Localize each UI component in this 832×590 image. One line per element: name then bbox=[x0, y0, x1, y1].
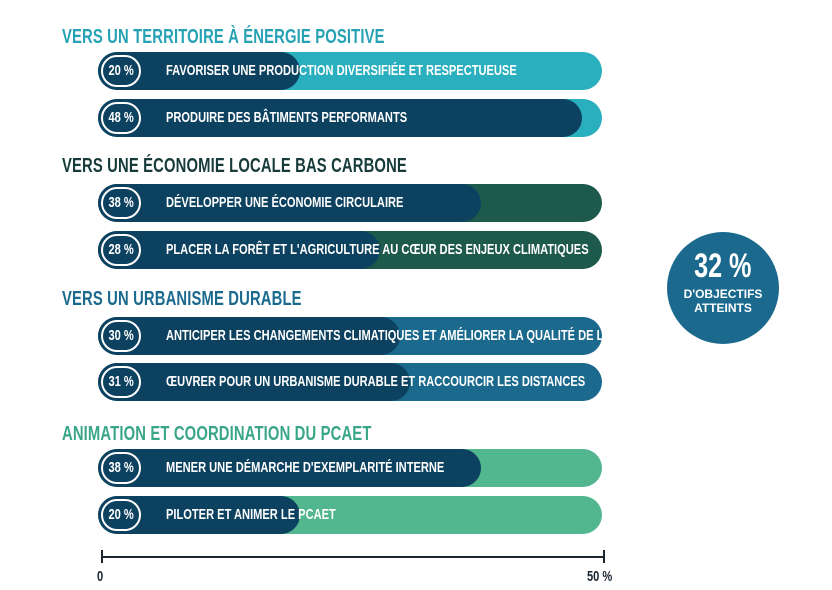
bar-fill bbox=[98, 449, 482, 487]
value-label: 20 % bbox=[101, 499, 141, 531]
summary-value: 32 % bbox=[694, 247, 752, 285]
bar-fill bbox=[98, 184, 482, 222]
summary-badge: 32 % D'OBJECTIFS ATTEINTS bbox=[667, 232, 779, 344]
bar-fill bbox=[98, 317, 401, 355]
bar-row: 30 % ANTICIPER LES CHANGEMENTS CLIMATIQU… bbox=[98, 317, 625, 355]
bar-label: PILOTER ET ANIMER LE PCAET bbox=[166, 506, 336, 523]
bar-label: ANTICIPER LES CHANGEMENTS CLIMATIQUES ET… bbox=[166, 327, 626, 344]
section-title: VERS UN TERRITOIRE À ÉNERGIE POSITIVE bbox=[62, 26, 385, 48]
bar-label: ŒUVRER POUR UN URBANISME DURABLE ET RACC… bbox=[166, 373, 586, 390]
axis-tick bbox=[101, 550, 103, 563]
bar-label: MENER UNE DÉMARCHE D'EXEMPLARITÉ INTERNE bbox=[166, 459, 445, 476]
value-label: 38 % bbox=[101, 452, 141, 484]
bar-label: DÉVELOPPER UNE ÉCONOMIE CIRCULAIRE bbox=[166, 194, 404, 211]
bar-row: 20 % PILOTER ET ANIMER LE PCAET bbox=[98, 496, 602, 534]
bar-label: FAVORISER UNE PRODUCTION DIVERSIFIÉE ET … bbox=[166, 62, 517, 79]
bar-row: 38 % DÉVELOPPER UNE ÉCONOMIE CIRCULAIRE bbox=[98, 184, 602, 222]
value-label: 20 % bbox=[101, 55, 141, 87]
value-label: 30 % bbox=[101, 320, 141, 352]
bar-fill bbox=[98, 363, 411, 401]
axis-line bbox=[101, 556, 605, 558]
section-title: ANIMATION ET COORDINATION DU PCAET bbox=[62, 423, 372, 445]
x-axis: 0 50 % bbox=[97, 550, 612, 585]
axis-tick-label: 50 % bbox=[587, 568, 613, 585]
section-title: VERS UN URBANISME DURABLE bbox=[62, 288, 302, 310]
value-label: 38 % bbox=[101, 187, 141, 219]
bar-row: 20 % FAVORISER UNE PRODUCTION DIVERSIFIÉ… bbox=[98, 52, 602, 90]
value-label: 31 % bbox=[101, 366, 141, 398]
bar-fill bbox=[98, 99, 582, 137]
summary-text-line2: ATTEINTS bbox=[694, 301, 752, 315]
section-title: VERS UNE ÉCONOMIE LOCALE BAS CARBONE bbox=[62, 155, 407, 177]
value-label: 28 % bbox=[101, 234, 141, 266]
bar-label: PRODUIRE DES BÂTIMENTS PERFORMANTS bbox=[166, 109, 408, 126]
value-label: 48 % bbox=[101, 102, 141, 134]
bar-row: 38 % MENER UNE DÉMARCHE D'EXEMPLARITÉ IN… bbox=[98, 449, 602, 487]
bar-row: 31 % ŒUVRER POUR UN URBANISME DURABLE ET… bbox=[98, 363, 602, 401]
bar-row: 48 % PRODUIRE DES BÂTIMENTS PERFORMANTS bbox=[98, 99, 602, 137]
axis-tick bbox=[603, 550, 605, 563]
axis-tick-label: 0 bbox=[97, 568, 104, 585]
bar-label: PLACER LA FORÊT ET L'AGRICULTURE AU CŒUR… bbox=[166, 241, 589, 258]
summary-text-line1: D'OBJECTIFS bbox=[683, 287, 763, 301]
bar-fill bbox=[98, 231, 381, 269]
bar-row: 28 % PLACER LA FORÊT ET L'AGRICULTURE AU… bbox=[98, 231, 602, 269]
